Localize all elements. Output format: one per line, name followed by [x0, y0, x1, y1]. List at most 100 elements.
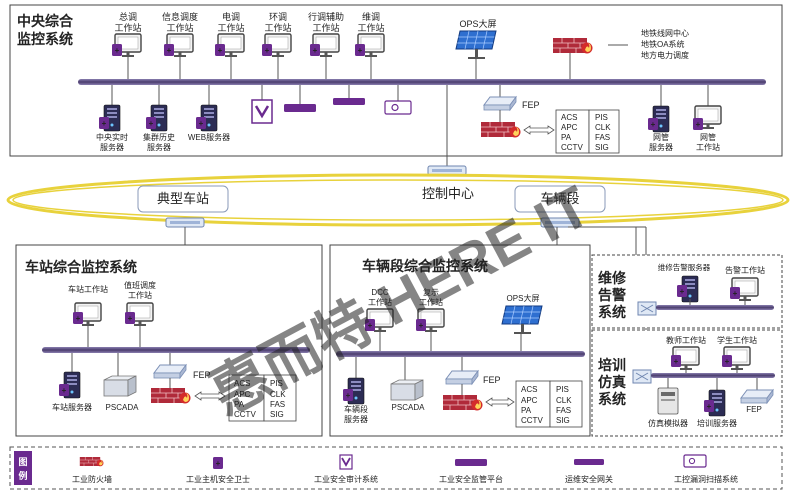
double-arrow-icon — [194, 391, 226, 401]
subsystem-label: APC — [521, 396, 538, 405]
host-security-icon — [262, 44, 272, 56]
training-device-label: FEP — [746, 405, 762, 414]
central-ops-screen: OPS大屏 — [455, 18, 497, 80]
maintenance-title: 告警 — [598, 287, 626, 303]
monitoring-platform-icon — [455, 459, 487, 466]
ops-gateway-icon — [333, 98, 365, 105]
training-device-label: 仿真模拟器 — [648, 418, 688, 428]
legend-label: 工业安全审计系统 — [314, 474, 378, 484]
pscada-label: PSCADA — [106, 403, 140, 412]
training-device-label: 培训服务器 — [697, 418, 737, 428]
station-switch-icon — [165, 217, 205, 228]
maintenance-server: 维修告警服务器 — [658, 262, 711, 305]
host-security-icon — [213, 457, 223, 469]
pscada-icon — [390, 379, 424, 401]
training-simulator: 仿真模拟器 — [648, 378, 688, 428]
station-fep-group: FEP ACS APC PA CCTV PIS CLK FAS SIG — [150, 353, 297, 422]
subsystem-label: PIS — [270, 379, 283, 388]
subsystem-label: ACS — [561, 113, 577, 122]
subsystem-label: CCTV — [234, 410, 256, 419]
host-security-icon — [59, 384, 69, 396]
training-device-label: 教师工作站 — [666, 335, 706, 345]
central-server: 中央实时 服务器 — [96, 85, 128, 152]
depot-fep-group: FEP ACS APC PA CCTV PIS CLK FAS SIG — [442, 357, 583, 428]
subsystem-label: ACS — [234, 379, 250, 388]
station-duty-workstation: 值班调度 工作站 — [124, 280, 156, 348]
workstation-label: 电调 — [222, 11, 240, 22]
central-fep-group: FEP ACS APC PA CCTV PIS CLK FAS SIG — [480, 85, 620, 154]
subsystem-label: PIS — [595, 113, 608, 122]
fep-icon — [445, 370, 479, 385]
station-monitoring-system: 车站综合监控系统 车站工作站 值班调度 工作站 车站服务器 PSCADA — [15, 244, 323, 437]
firewall-icon — [150, 387, 191, 404]
depot-network-bus — [336, 351, 585, 357]
workstation-label: 复示 — [423, 287, 439, 297]
host-security-icon — [310, 44, 320, 56]
backbone-depot-label: 车辆段 — [540, 191, 579, 206]
legend-label: 工控漏洞扫描系统 — [674, 474, 738, 484]
backbone-ring-inner — [12, 179, 784, 221]
subsystem-label: FAS — [595, 133, 610, 142]
host-security-icon — [73, 312, 83, 324]
central-workstation: 总调 工作站 — [112, 11, 142, 80]
subsystem-label: PA — [521, 406, 532, 415]
legend-item-audit: 工业安全审计系统 — [314, 454, 378, 484]
workstation-label: 环调 — [269, 12, 287, 22]
subsystem-label: FAS — [556, 406, 571, 415]
depot-pscada: PSCADA — [390, 357, 425, 412]
pscada-icon — [103, 375, 137, 397]
legend-label: 工业安全监管平台 — [439, 474, 503, 484]
legend-title: 图 — [18, 457, 27, 467]
central-workstation: 信息调度 工作站 — [162, 11, 198, 80]
central-title-line2: 监控系统 — [17, 31, 73, 47]
central-nms-server: 网管 服务器 — [648, 85, 673, 152]
legend-item-vuln-scanner: 工控漏洞扫描系统 — [674, 454, 738, 484]
central-security-appliances — [251, 85, 412, 124]
central-workstation: 行调辅助 工作站 — [308, 11, 344, 80]
fep-icon — [483, 96, 517, 111]
subsystem-label: CCTV — [561, 143, 583, 152]
fep-icon — [740, 389, 774, 404]
host-security-icon — [146, 117, 156, 129]
host-security-icon — [355, 44, 365, 56]
legend-item-host-security: 工业主机安全卫士 — [186, 457, 250, 484]
training-server: 培训服务器 — [697, 378, 737, 428]
backbone-station-node: 典型车站 — [137, 185, 229, 228]
subsystem-label: PA — [561, 133, 572, 142]
station-workstation: 车站工作站 — [68, 284, 108, 348]
legend-title-block — [14, 451, 32, 485]
external-link-label: 地铁线网中心 — [641, 28, 689, 38]
depot-title: 车辆段综合监控系统 — [362, 258, 488, 274]
backbone-center-label: 控制中心 — [422, 186, 474, 201]
server-label: WEB服务器 — [188, 132, 230, 142]
host-security-icon — [215, 44, 225, 56]
depot-repeat-workstation: 复示 工作站 — [416, 287, 445, 352]
training-simulation-system: 培训 仿真 系统 教师工作站 学生工作站 FEP — [591, 329, 783, 437]
external-link-label: 地方电力调度 — [641, 50, 689, 60]
depot-ops-screen: OPS大屏 — [501, 293, 543, 352]
monitoring-platform-icon — [284, 104, 316, 112]
audit-system-icon — [339, 454, 353, 470]
workstation-label: 信息调度 — [162, 11, 198, 22]
central-external-link: 地铁线网中心 地铁OA系统 地方电力调度 — [552, 28, 689, 80]
training-fep: FEP — [740, 378, 774, 414]
workstation-label: 工作站 — [217, 22, 244, 33]
workstation-label: 工作站 — [357, 22, 384, 33]
subsystem-label: CLK — [270, 390, 286, 399]
training-network-bus — [651, 373, 775, 378]
nms-label: 工作站 — [696, 142, 720, 152]
maintenance-workstation: 告警工作站 — [725, 265, 765, 305]
subsystem-label: ACS — [521, 385, 537, 394]
fep-icon — [153, 364, 187, 379]
legend-label: 工业防火墙 — [72, 474, 112, 484]
backbone-station-label: 典型车站 — [157, 191, 209, 206]
depot-dcc-workstation: DCC 工作站 — [365, 288, 394, 352]
workstation-label: 工作站 — [128, 290, 152, 300]
server-label: 车站服务器 — [52, 402, 92, 412]
nms-label: 网管 — [653, 132, 669, 142]
workstation-label: 值班调度 — [124, 280, 156, 290]
legend-item-firewall: 工业防火墙 — [72, 456, 112, 484]
ops-gateway-icon — [574, 459, 604, 465]
host-security-icon — [671, 355, 681, 367]
server-label: 集群历史 — [143, 132, 175, 142]
